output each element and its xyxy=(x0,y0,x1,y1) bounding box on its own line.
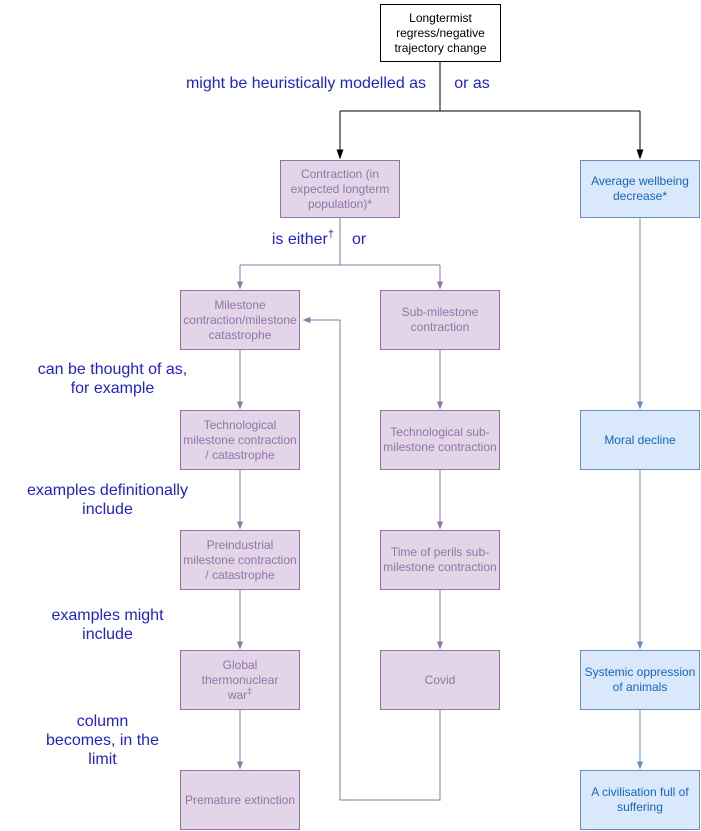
node-contraction: Contraction (in expected longterm popula… xyxy=(280,160,400,218)
node-label: Sub-milestone contraction xyxy=(401,305,479,334)
node-technological-sub-milestone-contraction: Technological sub- milestone contraction xyxy=(380,410,500,470)
edge-label-is-either: is either† xyxy=(271,228,334,248)
node-average-wellbeing-decrease: Average wellbeing decrease* xyxy=(580,160,700,218)
node-label: Time of perils sub- milestone contractio… xyxy=(383,545,497,574)
node-label: Premature extinction xyxy=(184,792,296,807)
node-milestone-contraction: Milestone contraction/milestone catastro… xyxy=(180,290,300,350)
node-label: Preindustrial milestone contraction / ca… xyxy=(183,537,297,582)
node-label: Technological milestone contraction / ca… xyxy=(183,417,297,462)
edge-label-modelled-as: might be heuristically modelled as xyxy=(185,75,427,92)
node-label: Longtermist regress/negative trajectory … xyxy=(394,10,487,55)
row-label-definitionally-include: examples definitionally include xyxy=(27,482,188,519)
node-label: Moral decline xyxy=(604,432,676,447)
edge-label-or-as: or as xyxy=(454,75,490,92)
node-sub-milestone-contraction: Sub-milestone contraction xyxy=(380,290,500,350)
node-label: Technological sub- milestone contraction xyxy=(383,425,497,454)
row-label-thought-of-as: can be thought of as, for example xyxy=(37,361,188,398)
double-dagger-sup: ‡ xyxy=(247,685,253,696)
row-label-column-limit: column becomes, in the limit xyxy=(46,713,159,769)
node-label: A civilisation full of suffering xyxy=(591,785,689,814)
node-global-thermonuclear-war: Global thermonuclear war‡ xyxy=(180,650,300,710)
node-label: Average wellbeing decrease* xyxy=(591,174,689,203)
node-time-of-perils-contraction: Time of perils sub- milestone contractio… xyxy=(380,530,500,590)
node-preindustrial-milestone-contraction: Preindustrial milestone contraction / ca… xyxy=(180,530,300,590)
node-covid: Covid xyxy=(380,650,500,710)
row-label-might-include: examples might include xyxy=(51,607,164,644)
node-premature-extinction: Premature extinction xyxy=(180,770,300,830)
node-label: Contraction (in expected longterm popula… xyxy=(290,166,390,211)
node-civilisation-full-of-suffering: A civilisation full of suffering xyxy=(580,770,700,830)
node-label: Global thermonuclear war xyxy=(201,657,279,702)
node-label: Covid xyxy=(424,672,456,687)
dagger-sup: † xyxy=(327,228,334,241)
edge-label-or: or xyxy=(352,231,367,248)
node-label: Milestone contraction/milestone catastro… xyxy=(183,297,297,342)
node-label: Systemic oppression of animals xyxy=(584,665,696,694)
node-moral-decline: Moral decline xyxy=(580,410,700,470)
node-systemic-oppression-of-animals: Systemic oppression of animals xyxy=(580,650,700,710)
node-technological-milestone-contraction: Technological milestone contraction / ca… xyxy=(180,410,300,470)
node-longtermist-regress: Longtermist regress/negative trajectory … xyxy=(380,4,501,62)
